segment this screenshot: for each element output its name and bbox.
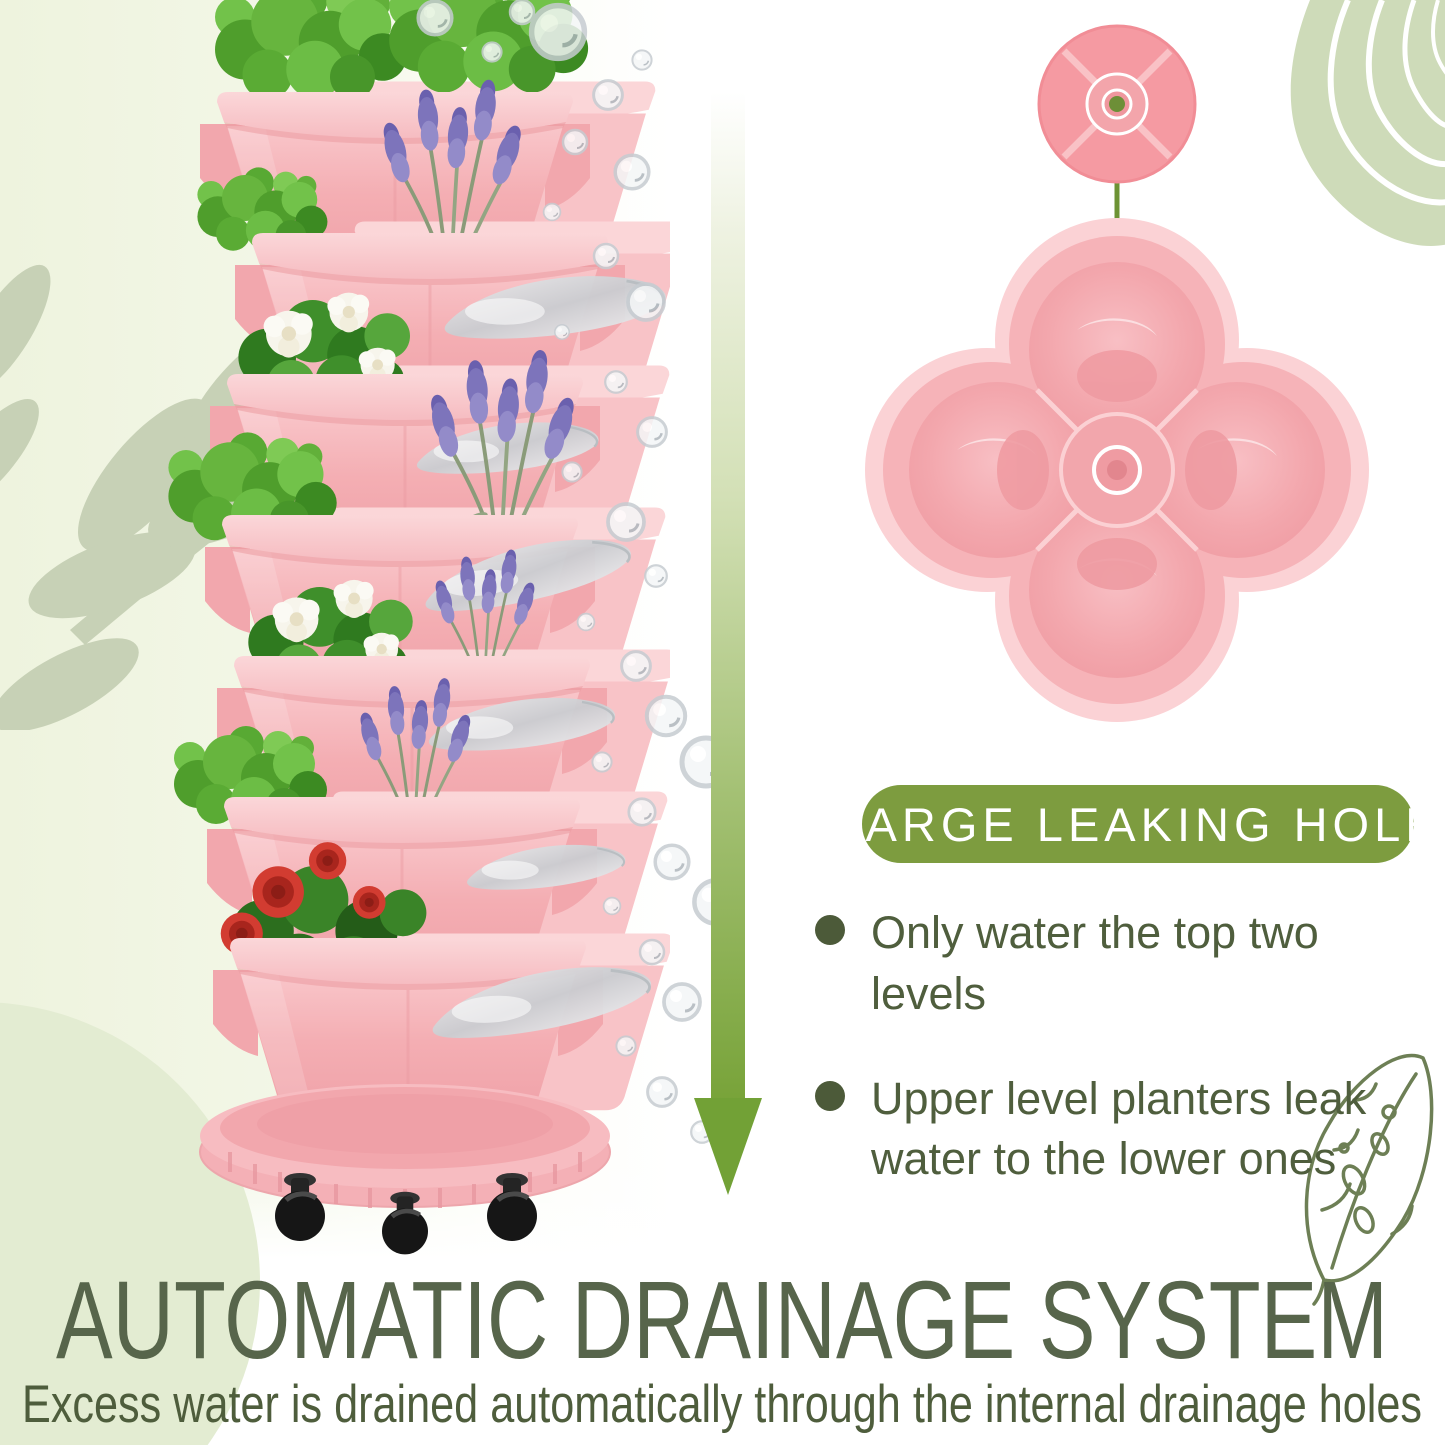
bullet-dot-icon [815, 1080, 845, 1111]
topographic-blob-decoration [1290, 0, 1445, 246]
bullet-item: Only water the top two levels [815, 903, 1427, 1025]
bullet-dot-icon [815, 915, 845, 945]
bullet-item: Upper level planters leak water to the l… [815, 1069, 1427, 1191]
water-droplets-decoration [416, 0, 760, 1144]
leaking-hole-dot [1109, 96, 1125, 112]
headline-title: AUTOMATIC DRAINAGE SYSTEM [56, 1262, 1388, 1382]
headline-subtitle: Excess water is drained automatically th… [22, 1375, 1422, 1434]
planter-top-view-image [865, 218, 1369, 722]
planter-top-view-diagram [865, 24, 1369, 722]
arrow-head-icon [694, 1098, 762, 1195]
feature-badge-label: LARGE LEAKING HOLE [834, 797, 1442, 851]
bullet-text: Upper level planters leak water to the l… [871, 1072, 1367, 1185]
feature-badge: LARGE LEAKING HOLE [834, 785, 1437, 863]
arrow-shaft [711, 92, 745, 1102]
feature-bullet-list: Only water the top two levels Upper leve… [815, 903, 1427, 1234]
monstera-leaf-outline-icon [1304, 1053, 1434, 1306]
headline-block: AUTOMATIC DRAINAGE SYSTEM Excess water i… [22, 1262, 1422, 1434]
planter-tower-photo [168, 0, 670, 1260]
bullet-text: Only water the top two levels [871, 907, 1319, 1019]
drainage-hole-detail-circle [1037, 24, 1197, 184]
